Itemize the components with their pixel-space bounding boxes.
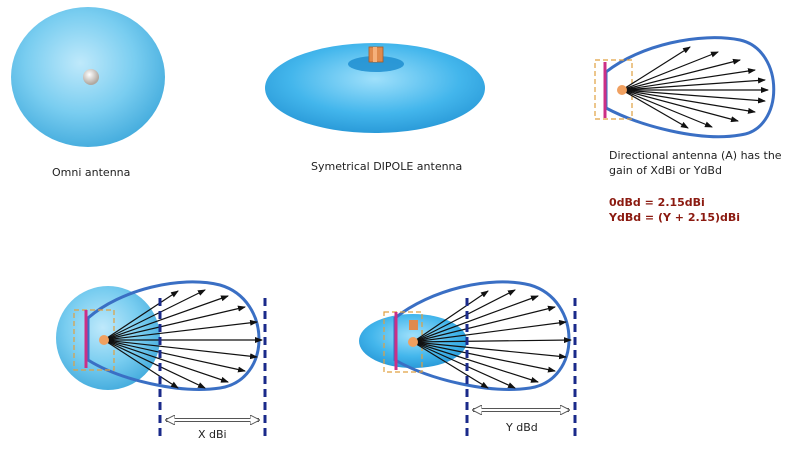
radiation-arrow <box>621 89 739 123</box>
x-dbi-label: X dBi <box>198 428 227 441</box>
omni-antenna-element <box>83 69 99 85</box>
dbi-feed-point <box>99 335 109 345</box>
directional-antenna-illustration <box>594 36 776 139</box>
radiation-arrow <box>412 337 572 344</box>
radiation-arrow <box>621 89 766 104</box>
radiation-arrow <box>412 289 516 343</box>
radiation-arrow <box>103 295 229 341</box>
radiation-arrow <box>621 89 713 128</box>
directional-feed-point <box>617 85 627 95</box>
dbi-radiation-arrows <box>103 289 263 389</box>
radiation-arrow <box>412 295 539 343</box>
radiation-arrow <box>621 46 691 91</box>
radiation-arrow <box>412 341 516 389</box>
radiation-arrow <box>412 305 556 343</box>
radiation-arrow <box>103 339 229 383</box>
y-dbd-label: Y dBd <box>506 421 538 434</box>
radiation-arrow <box>621 51 719 91</box>
radiation-arrow <box>412 290 489 343</box>
radiation-arrow <box>103 339 246 373</box>
omni-antenna-caption: Omni antenna <box>52 166 131 179</box>
radiation-arrow <box>412 341 567 360</box>
dbd-radiation-arrows <box>412 289 572 389</box>
omni-antenna-illustration <box>11 7 165 147</box>
dipole-antenna-illustration <box>265 43 485 133</box>
directional-antenna-caption-line1: Directional antenna (A) has the <box>609 149 782 162</box>
dbi-reflector-box <box>73 309 115 371</box>
radiation-arrow <box>412 341 489 389</box>
dipole-antenna-caption: Symetrical DIPOLE antenna <box>311 160 463 173</box>
dipole-torus-hole <box>348 56 404 72</box>
radiation-arrow <box>621 77 766 91</box>
radiation-arrow <box>621 58 741 91</box>
formula-dbd-conversion: YdBd = (Y + 2.15)dBi <box>609 211 741 224</box>
directional-antenna-caption-line2: gain of XdBi or YdBd <box>609 164 722 177</box>
radiation-arrow <box>621 89 689 129</box>
dbi-comparison-illustration <box>56 280 267 440</box>
radiation-arrow <box>103 339 258 360</box>
radiation-arrow <box>621 89 756 114</box>
directional-lobe <box>604 36 776 139</box>
dbd-feed-point <box>408 337 418 347</box>
radiation-arrow <box>412 341 556 373</box>
dbd-dipole-element <box>409 320 418 330</box>
radiation-arrow <box>103 339 179 389</box>
dbd-comparison-illustration <box>359 280 577 440</box>
radiation-arrow <box>103 289 206 341</box>
formula-dbd-zero: 0dBd = 2.15dBi <box>609 196 705 209</box>
radiation-arrow <box>412 319 567 343</box>
radiation-arrow <box>412 341 539 383</box>
radiation-arrow <box>621 68 756 91</box>
dipole-torus <box>265 43 485 133</box>
radiation-arrow <box>103 339 206 389</box>
directional-radiation-arrows <box>621 46 769 129</box>
radiation-arrow <box>103 305 246 341</box>
radiation-arrow <box>103 319 258 341</box>
radiation-arrow <box>103 290 179 341</box>
